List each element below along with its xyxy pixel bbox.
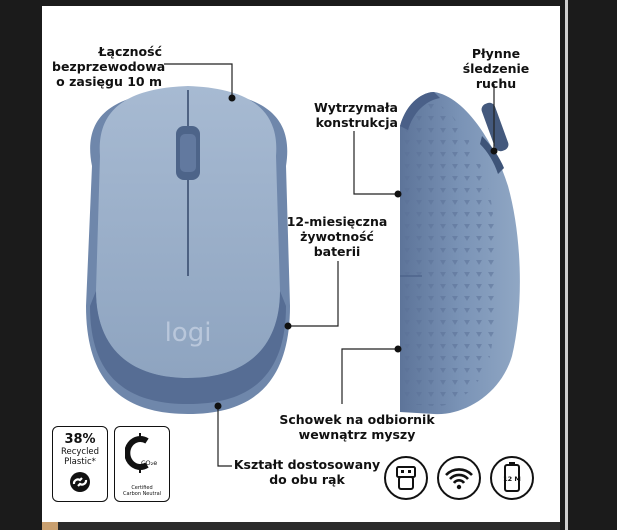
right-border <box>565 0 568 530</box>
co2e-label: CO₂e <box>141 459 158 467</box>
bottom-strip-accent <box>42 522 58 530</box>
label-receiver: Schowek na odbiornik wewnątrz myszy <box>262 412 452 442</box>
carbon-line-1: Certified <box>131 485 153 491</box>
bottom-strip <box>42 522 560 530</box>
label-wireless: Łączność bezprzewodowa o zasięgu 10 m <box>52 44 166 89</box>
battery-label: 12 M <box>503 475 521 483</box>
mouse-side-view <box>400 92 520 415</box>
recycled-percent: 38% <box>64 432 96 447</box>
battery-12m-icon: 12 M <box>490 456 534 500</box>
label-wireless-line-3: o zasięgu 10 m <box>56 74 162 89</box>
recycled-plastic-badge: 38% Recycled Plastic* <box>52 426 108 502</box>
wifi-icon <box>437 456 481 500</box>
label-shape-line-1: Kształt dostosowany <box>233 457 381 472</box>
label-durable: Wytrzymała konstrukcja <box>292 100 398 130</box>
side-grip-area <box>404 101 497 407</box>
label-durable-line-2: konstrukcja <box>315 115 398 130</box>
carbon-certified-text: Certified Carbon Neutral <box>115 485 169 497</box>
label-wireless-line-2: bezprzewodowa <box>52 59 166 74</box>
usb-receiver-icon <box>384 456 428 500</box>
mouse-illustrations: logi <box>86 63 520 467</box>
logo-text: logi <box>165 318 212 348</box>
carbon-neutral-badge: CO₂e Certified Carbon Neutral <box>114 426 170 502</box>
carbon-c-icon <box>125 433 149 473</box>
callout-lines <box>164 63 495 467</box>
label-battery-line-1: 12-miesięczna <box>286 214 388 229</box>
label-receiver-line-2: wewnątrz myszy <box>298 427 416 442</box>
carbon-line-2: Carbon Neutral <box>122 491 162 497</box>
recycled-line-1: Recycled <box>60 447 100 457</box>
label-tracking-line-1: Płynne <box>471 46 521 61</box>
label-shape-line-2: do obu rąk <box>269 472 345 487</box>
label-receiver-line-1: Schowek na odbiornik <box>279 412 435 427</box>
mouse-top-view: logi <box>86 86 290 414</box>
label-tracking-line-2: śledzenie <box>462 61 530 76</box>
label-battery-line-3: baterii <box>313 244 361 259</box>
label-tracking: Płynne śledzenie ruchu <box>456 46 536 91</box>
label-wireless-line-1: Łączność <box>98 44 162 59</box>
callout-dots <box>214 94 498 410</box>
label-shape: Kształt dostosowany do obu rąk <box>230 457 384 487</box>
label-durable-line-1: Wytrzymała <box>313 100 398 115</box>
recycle-icon <box>70 472 90 492</box>
label-battery: 12-miesięczna żywotność baterii <box>286 214 388 259</box>
recycled-line-2: Plastic* <box>64 457 96 467</box>
label-battery-line-2: żywotność <box>300 229 374 244</box>
product-infographic-panel: logi Łączność <box>42 6 560 522</box>
label-tracking-line-3: ruchu <box>475 76 517 91</box>
